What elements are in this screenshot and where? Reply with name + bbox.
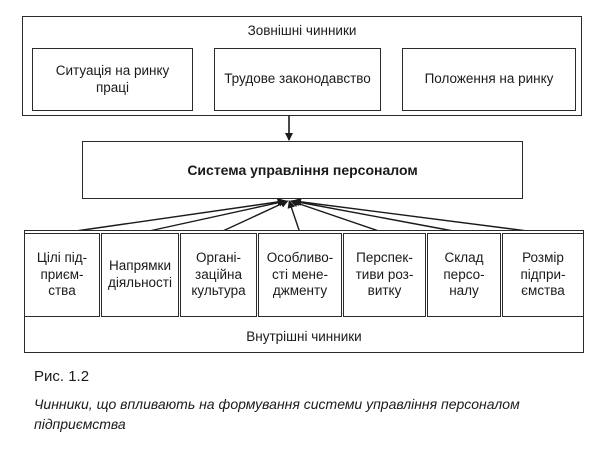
external-factor-market-position: Положення на ринку: [402, 48, 576, 111]
internal-factor-goals: Цілі під- приєм- ства: [24, 233, 100, 317]
internal-factor-development-prospects: Перспек- тиви роз- витку: [343, 233, 426, 317]
arrow-internal-enterprise-size: [293, 197, 544, 234]
arrow-internal-activity-directions: [139, 198, 287, 234]
arrow-internal-management-specifics: [287, 200, 301, 234]
arrow-internal-staff-composition: [291, 198, 465, 234]
internal-factors-title: Внутрішні чинники: [246, 329, 362, 344]
internal-factor-enterprise-size: Розмір підпри- ємства: [502, 233, 584, 317]
internal-factor-staff-composition: Склад персо- налу: [427, 233, 501, 317]
internal-arrows: [61, 197, 544, 234]
internal-factor-management-specifics: Особливо- сті мене- джменту: [258, 233, 342, 317]
external-factor-labor-market: Ситуація на ринку праці: [32, 48, 193, 111]
external-factors-title: Зовнішні чинники: [247, 22, 357, 38]
arrow-internal-goals: [61, 198, 286, 234]
arrow-internal-org-culture: [218, 200, 289, 234]
personnel-management-system-box: Система управління персоналом: [82, 141, 523, 199]
figure-caption-text: Чинники, що впливають на формування сист…: [34, 396, 520, 433]
internal-factor-activity-directions: Напрямки діяльності: [101, 233, 179, 317]
arrow-internal-development-prospects: [289, 199, 385, 234]
figure-caption-title: Рис. 1.2: [34, 368, 90, 385]
external-factor-labor-law: Трудове законодавство: [214, 48, 381, 111]
internal-factor-org-culture: Органі- заційна культура: [180, 233, 257, 317]
